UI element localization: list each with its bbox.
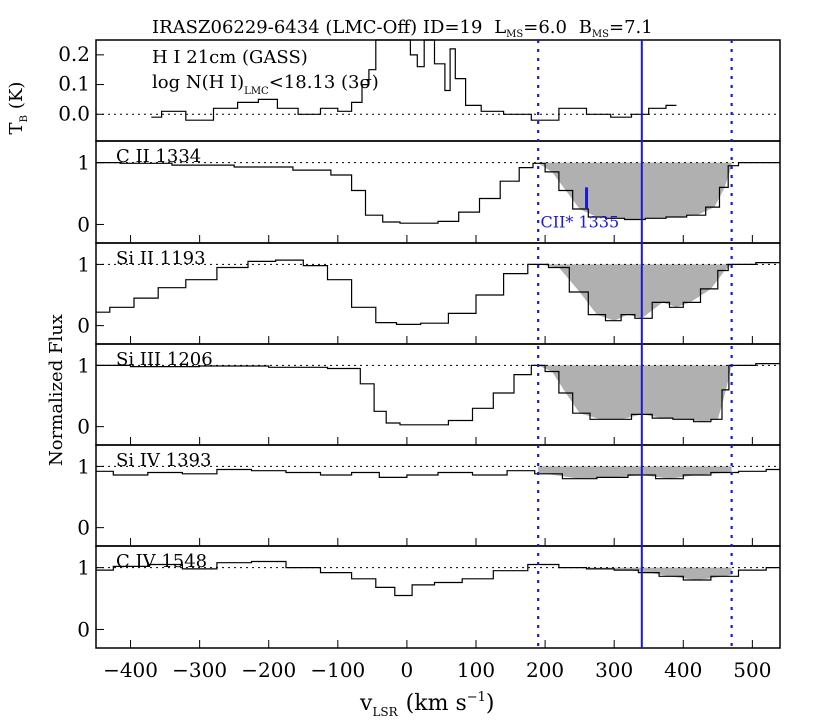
y-tick-label: 1 — [77, 454, 90, 478]
flux-spectrum — [96, 560, 780, 597]
hi-y-tick-label: 0.1 — [58, 72, 90, 96]
x-tick-label: −100 — [310, 658, 365, 682]
x-tick-label: −200 — [241, 658, 296, 682]
panel-frame — [95, 545, 781, 649]
hi-spectrum — [151, 39, 677, 121]
ion-label: C IV 1548 — [116, 551, 207, 572]
y-tick-label: 0 — [77, 516, 90, 540]
hi-panel-name: H I 21cm (GASS) — [152, 47, 308, 68]
hi-y-axis-label: TB(K) — [6, 82, 30, 135]
ion-label: C II 1334 — [116, 146, 201, 167]
x-tick-label: 0 — [401, 658, 414, 682]
y-tick-label: 0 — [77, 212, 90, 236]
y-tick-label: 1 — [77, 252, 90, 276]
x-tick-label: 300 — [595, 658, 633, 682]
x-tick-label: 500 — [733, 658, 771, 682]
y-tick-label: 0 — [77, 617, 90, 641]
x-tick-label: −400 — [103, 658, 158, 682]
hi-y-tick-label: 0.2 — [58, 42, 90, 66]
x-axis-label: vLSR(km s−1) — [359, 690, 495, 719]
x-tick-labels: −400 −300 −200 −100 0 100 200 300 400 500 — [103, 658, 771, 682]
absorption-shade — [538, 365, 732, 422]
x-tick-label: 200 — [526, 658, 564, 682]
velocity-markers — [537, 40, 733, 648]
flux-spectrum — [96, 259, 780, 325]
y-tick-label: 1 — [77, 556, 90, 580]
y-tick-label: 0 — [77, 415, 90, 439]
ion-label: Si III 1206 — [116, 349, 213, 370]
y-tick-label: 1 — [77, 151, 90, 175]
x-tick-label: −300 — [172, 658, 227, 682]
hi-column-density-note: log N(H I)LMC<18.13 (3σ) — [152, 72, 379, 97]
y-tick-label: 1 — [77, 353, 90, 377]
x-tick-label: 400 — [664, 658, 702, 682]
absorption-shade — [538, 264, 732, 321]
hi-y-tick-label: 0.0 — [58, 101, 90, 125]
absorption-shade — [538, 466, 732, 479]
chart-title: IRASZ06229-6434 (LMC-Off) ID=19 LMS=6.0 … — [152, 17, 653, 40]
ion-label: Si IV 1393 — [116, 450, 211, 471]
flux-spectrum — [96, 363, 780, 426]
flux-spectrum — [96, 468, 780, 480]
panels-group: 0.0 0.1 0.2 H I 21cm (GASS) log N(H I)LMC<18… — [6, 39, 781, 649]
ion-label: Si II 1193 — [116, 248, 206, 269]
x-tick-label: 100 — [457, 658, 495, 682]
flux-spectrum — [96, 162, 780, 224]
y-axis-label: Normalized Flux — [46, 314, 67, 466]
y-tick-label: 0 — [77, 314, 90, 338]
blend-label: CII* 1335 — [541, 213, 620, 232]
absorption-shade — [538, 567, 732, 580]
